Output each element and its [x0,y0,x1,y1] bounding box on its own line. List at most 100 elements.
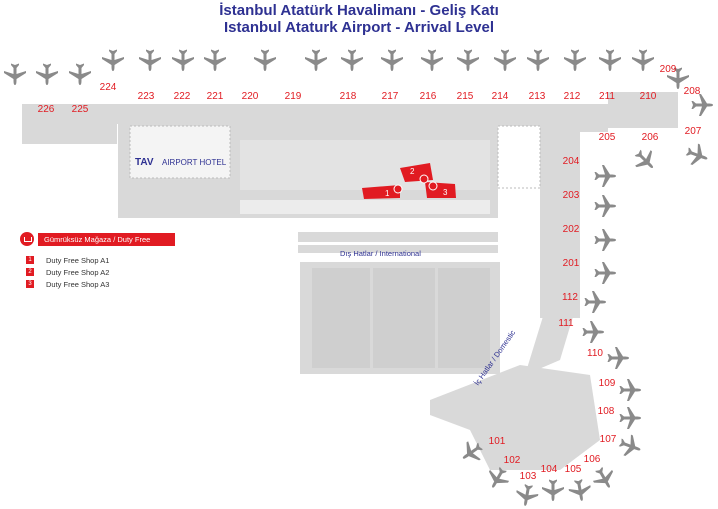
legend-num: 2 [26,268,34,276]
gate-222: 222 [174,91,191,102]
airplane-icon [204,49,226,71]
gate-106: 106 [584,454,601,465]
shop-marker-2: 2 [410,167,415,176]
airplane-icon [254,49,276,71]
title-english: Istanbul Ataturk Airport - Arrival Level [223,19,495,36]
gate-216: 216 [420,91,437,102]
airplane-icon [421,49,443,71]
gate-110: 110 [587,348,603,359]
gate-215: 215 [457,91,474,102]
airplane-icon [619,379,641,401]
terminal-interior [129,125,541,368]
gate-labels: 226 225 224 223 222 221 220 219 218 217 216 215 214 2… [38,64,702,482]
airplane-icon [564,49,586,71]
airplane-icon [594,195,616,217]
airplane-icon [341,49,363,71]
legend-duty-free-label: Gümrüksüz Mağaza / Duty Free [38,232,175,246]
airplane-icon [381,49,403,71]
gate-102: 102 [504,455,521,466]
airplane-icon [69,63,91,85]
airplane-icon [462,441,483,461]
airplane-icon [619,407,641,429]
gate-214: 214 [492,91,509,102]
gate-103: 103 [520,471,537,482]
gate-202: 202 [563,224,580,235]
gate-208: 208 [684,86,701,97]
gate-218: 218 [340,91,357,102]
gate-108: 108 [598,406,615,417]
gate-226: 226 [38,104,55,115]
airplane-icon [592,466,614,488]
airplane-icon [594,229,616,251]
gate-211: 211 [599,91,615,102]
aircraft-layer [4,49,713,506]
hotel-logo: TAV [135,157,154,168]
legend-num: 3 [26,280,34,288]
gate-207: 207 [685,126,702,137]
legend-item: 3 Duty Free Shop A3 [26,279,109,289]
airplane-icon [494,49,516,71]
airplane-icon [102,49,124,71]
gate-224: 224 [100,82,117,93]
gate-101: 101 [489,436,506,447]
gate-109: 109 [599,378,616,389]
international-label: Dış Hatlar / International [340,249,421,258]
gate-225: 225 [72,104,89,115]
legend-name: Duty Free Shop A2 [46,267,110,277]
airplane-icon [594,165,616,187]
gate-201: 201 [563,258,580,269]
gate-111: 111 [558,318,574,329]
gate-205: 205 [599,132,616,143]
gate-204: 204 [563,156,580,167]
title-turkish: İstanbul Atatürk Havalimanı - Geliş Katı [219,2,499,19]
airplane-icon [457,49,479,71]
airplane-icon [618,434,641,456]
gate-212: 212 [564,91,581,102]
airplane-icon [305,49,327,71]
shop-marker-3: 3 [443,188,448,197]
gate-223: 223 [138,91,155,102]
airplane-icon [488,466,510,488]
duty-free-shops: 1 2 3 [362,163,456,199]
airplane-icon [634,149,654,169]
airplane-icon [542,479,564,501]
legend-item: 2 Duty Free Shop A2 [26,267,109,277]
shopping-bag-icon [20,232,34,246]
gate-217: 217 [382,91,399,102]
airplane-icon [594,262,616,284]
airplane-icon [527,49,549,71]
airplane-icon [516,483,539,506]
legend-duty-free: Gümrüksüz Mağaza / Duty Free [20,232,175,246]
gate-206: 206 [642,132,659,143]
gate-105: 105 [565,464,582,475]
airplane-icon [568,478,591,501]
shop-marker-1: 1 [385,189,390,198]
gate-221: 221 [207,91,224,102]
gate-104: 104 [541,464,558,475]
gate-213: 213 [529,91,546,102]
airplane-icon [685,143,708,165]
legend-name: Duty Free Shop A1 [46,255,110,265]
airplane-icon [632,49,654,71]
gate-112: 112 [562,292,578,303]
gate-209: 209 [660,64,677,75]
gate-220: 220 [242,91,259,102]
airplane-icon [172,49,194,71]
airplane-icon [36,63,58,85]
airplane-icon [691,94,713,116]
airplane-icon [582,321,604,343]
legend-name: Duty Free Shop A3 [46,279,110,289]
gate-203: 203 [563,190,580,201]
gate-107: 107 [600,434,617,445]
airplane-icon [667,67,689,89]
gate-219: 219 [285,91,302,102]
airplane-icon [4,63,26,85]
hotel-name: AIRPORT HOTEL [162,158,227,167]
airplane-icon [584,291,606,313]
legend-num: 1 [26,256,34,264]
airplane-icon [607,347,629,369]
gate-210: 210 [640,91,657,102]
airplane-icon [599,49,621,71]
legend-item: 1 Duty Free Shop A1 [26,255,109,265]
